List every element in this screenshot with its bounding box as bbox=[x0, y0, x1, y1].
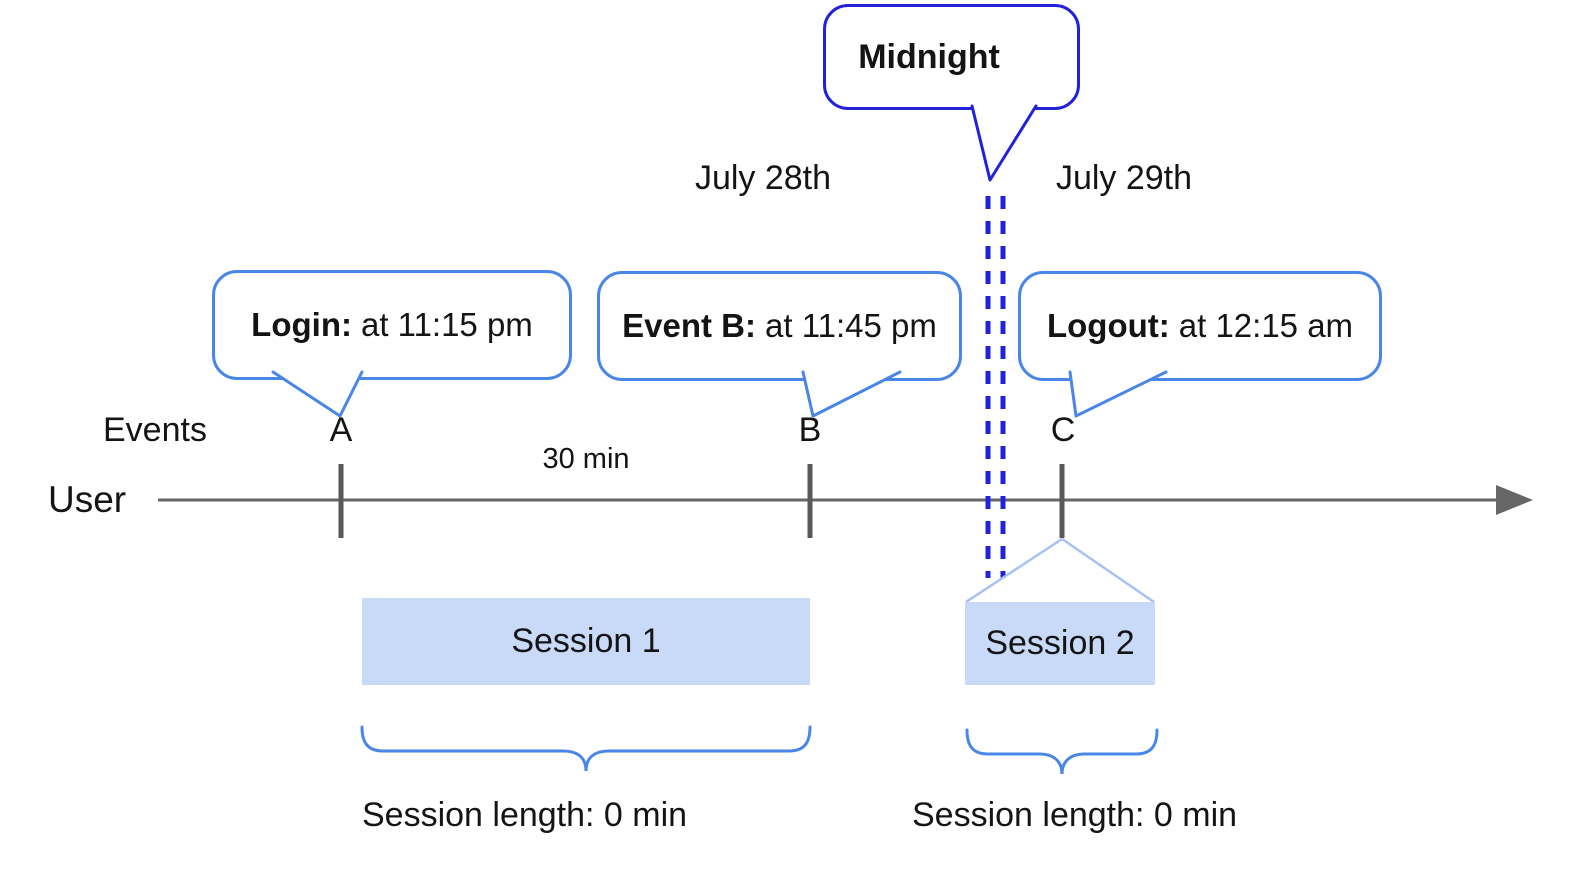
session1-label: Session 1 bbox=[511, 622, 661, 660]
logout-callout-title: Logout: bbox=[1046, 307, 1170, 344]
session2-connector-line-left bbox=[965, 537, 1063, 604]
session1-underbrace bbox=[360, 725, 812, 772]
login-callout-title: Login: bbox=[251, 306, 352, 343]
interval-30min-label: 30 min bbox=[542, 443, 630, 475]
user-row-label: User bbox=[48, 479, 127, 520]
event-marker-a: A bbox=[329, 411, 353, 449]
session1-box: Session 1 bbox=[362, 598, 810, 685]
date-label-july-28: July 28th bbox=[694, 159, 832, 197]
event-b-callout: Event B: at 11:45 pm bbox=[597, 271, 962, 381]
login-callout: Login: at 11:15 pm bbox=[212, 270, 572, 380]
logout-callout: Logout: at 12:15 am bbox=[1018, 271, 1382, 381]
session2-connector-line-right bbox=[1061, 537, 1155, 604]
session2-label: Session 2 bbox=[985, 624, 1135, 662]
session2-underbrace bbox=[965, 728, 1159, 775]
date-label-july-29: July 29th bbox=[1055, 159, 1193, 197]
event-b-callout-title: Event B: bbox=[622, 307, 756, 344]
session2-length-label: Session length: 0 min bbox=[912, 796, 1238, 834]
event-b-callout-time: at 11:45 pm bbox=[765, 307, 937, 344]
midnight-callout-label: Midnight bbox=[858, 37, 1000, 76]
timeline-arrowhead bbox=[1496, 485, 1533, 515]
events-row-label: Events bbox=[103, 411, 207, 449]
logout-callout-time: at 12:15 am bbox=[1178, 307, 1354, 344]
session2-box: Session 2 bbox=[965, 602, 1155, 685]
session1-length-label: Session length: 0 min bbox=[362, 796, 688, 834]
event-marker-b: B bbox=[798, 411, 822, 449]
midnight-callout: Midnight bbox=[823, 4, 1080, 110]
login-callout-time: at 11:15 pm bbox=[360, 306, 533, 343]
